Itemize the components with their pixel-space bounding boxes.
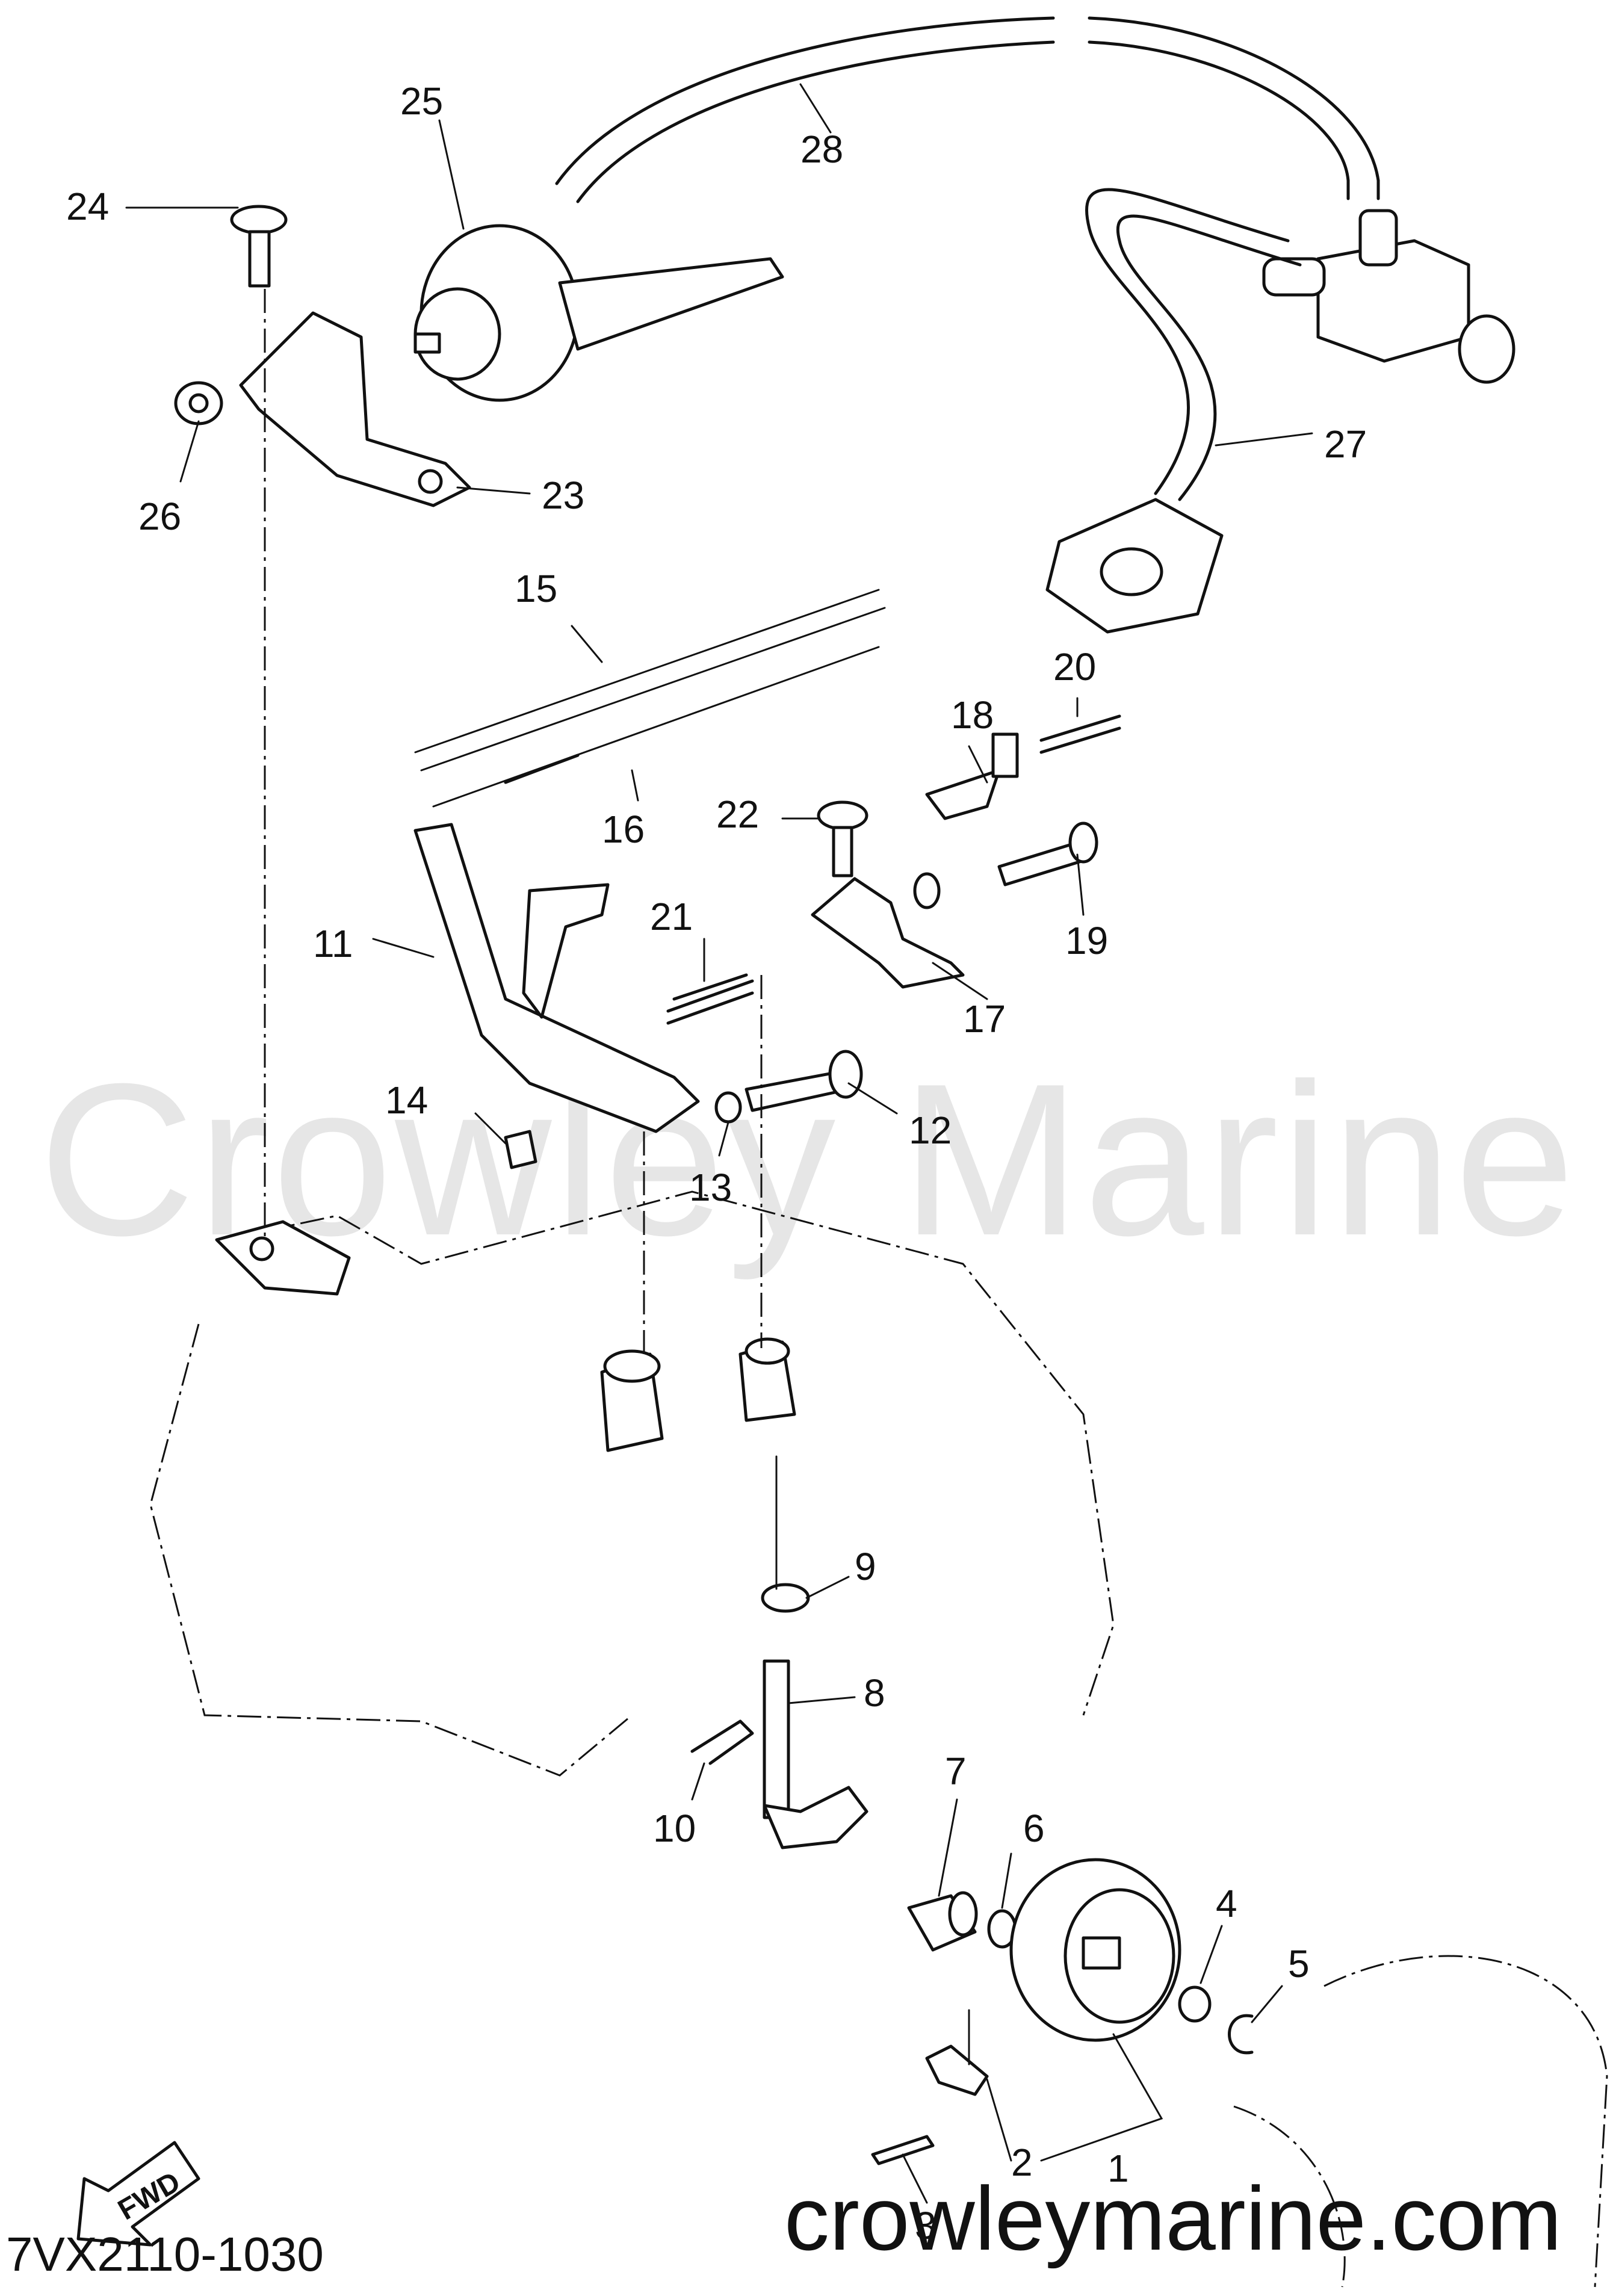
bracket-23[interactable]	[239, 311, 471, 507]
callout-20[interactable]: 20	[1053, 645, 1096, 688]
nut-14[interactable]	[504, 1130, 537, 1169]
callout-9[interactable]: 9	[855, 1545, 876, 1588]
callout-7[interactable]: 7	[945, 1750, 967, 1793]
rod-16[interactable]	[432, 646, 880, 808]
spring-21[interactable]	[666, 973, 754, 1025]
washer-4[interactable]	[1178, 1985, 1212, 2023]
callout-19[interactable]: 19	[1065, 919, 1108, 962]
clip-5[interactable]	[1228, 2014, 1254, 2055]
alignment-lines	[264, 289, 970, 2065]
washer-9[interactable]	[761, 1583, 810, 1613]
hose-28[interactable]	[555, 16, 1380, 203]
callout-2[interactable]: 2	[1011, 2141, 1033, 2184]
plate-18[interactable]	[925, 732, 1019, 820]
pin-7[interactable]	[907, 1891, 978, 1952]
callout-labels: 1 2 3 4 5 6 7 8 9 10 11 12 13 14 15 16 1…	[66, 79, 1367, 2247]
callout-24[interactable]: 24	[66, 185, 109, 228]
callout-3[interactable]: 3	[915, 2204, 936, 2247]
callout-17[interactable]: 17	[963, 997, 1006, 1041]
callout-14[interactable]: 14	[385, 1078, 428, 1122]
engine-block	[149, 1190, 1608, 2288]
callout-18[interactable]: 18	[951, 693, 994, 737]
callout-22[interactable]: 22	[716, 793, 759, 836]
bolt-22[interactable]	[817, 800, 868, 877]
callout-11[interactable]: 11	[313, 922, 353, 965]
diagram-code: 7VX2110-1030	[6, 2227, 324, 2281]
callout-23[interactable]: 23	[542, 474, 584, 517]
spring-20[interactable]	[1039, 714, 1121, 754]
gear-1[interactable]	[1009, 1858, 1181, 2042]
callout-28[interactable]: 28	[800, 128, 843, 171]
callout-5[interactable]: 5	[1288, 1942, 1310, 1985]
bolt-12[interactable]	[745, 1050, 863, 1112]
washer-13[interactable]	[714, 1091, 742, 1124]
bracket-17[interactable]	[811, 872, 965, 989]
pin-3[interactable]	[871, 2135, 935, 2165]
site-url: crowleymarine.com	[784, 2168, 1562, 2269]
callout-21[interactable]: 21	[650, 895, 693, 938]
callout-16[interactable]: 16	[602, 808, 645, 851]
callout-12[interactable]: 12	[909, 1109, 952, 1152]
bolt-19[interactable]	[997, 822, 1098, 887]
callout-1[interactable]: 1	[1107, 2147, 1129, 2190]
shaft-8[interactable]	[763, 1659, 868, 1849]
callout-4[interactable]: 4	[1216, 1882, 1237, 1925]
callout-15[interactable]: 15	[515, 567, 557, 610]
callout-13[interactable]: 13	[689, 1166, 732, 1209]
leader-lines	[125, 83, 1313, 2204]
nut-26[interactable]	[174, 381, 223, 425]
bolt-24[interactable]	[230, 205, 288, 288]
vacuum-valve	[1262, 209, 1515, 384]
lever-11[interactable]	[413, 823, 700, 1133]
clip-10[interactable]	[690, 1719, 754, 1765]
callout-26[interactable]: 26	[138, 495, 181, 538]
hose-27[interactable]	[1045, 188, 1302, 634]
rod-15[interactable]	[414, 589, 886, 772]
callout-6[interactable]: 6	[1023, 1807, 1045, 1850]
callout-25[interactable]: 25	[400, 79, 443, 123]
diaphragm-25[interactable]	[413, 224, 784, 402]
plate-2[interactable]	[925, 2044, 989, 2096]
callout-10[interactable]: 10	[653, 1807, 696, 1850]
callout-8[interactable]: 8	[864, 1671, 885, 1715]
callout-27[interactable]: 27	[1324, 422, 1367, 466]
